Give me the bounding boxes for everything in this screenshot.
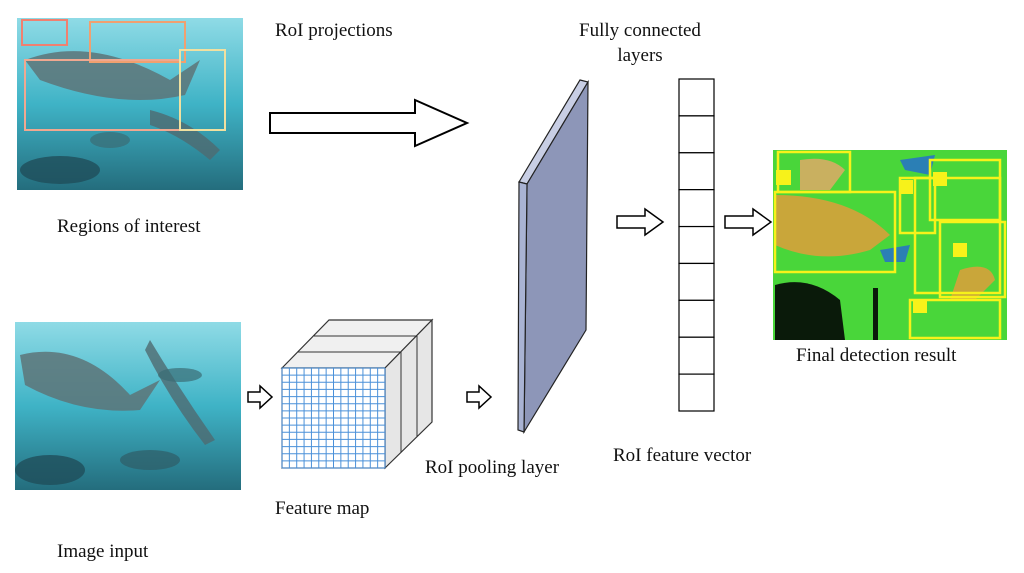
feature-vector-cell — [678, 152, 715, 191]
roi-projection-arrow — [269, 98, 470, 148]
feature-vector-cell — [678, 225, 715, 265]
feature-map-label: Feature map — [275, 498, 369, 519]
final-detection-image — [773, 150, 1007, 340]
final-detection-label: Final detection result — [796, 345, 957, 366]
fully-connected-label: Fully connected — [579, 20, 701, 41]
feature-vector-cell — [678, 189, 715, 228]
feature-to-pooling-arrow — [466, 384, 493, 410]
feature-vector-cell — [678, 373, 715, 412]
roi-feature-vector-label: RoI feature vector — [613, 445, 752, 466]
roi-pooling-label: RoI pooling layer — [425, 457, 560, 478]
pooling-to-fc-arrow — [616, 207, 665, 237]
image-input-label: Image input — [57, 541, 149, 562]
regions-of-interest-image — [17, 18, 243, 190]
roi-feature-vector — [678, 78, 715, 412]
feature-map-cube — [280, 318, 434, 470]
roi-projections-label: RoI projections — [275, 20, 393, 41]
feature-vector-cell — [678, 262, 715, 301]
feature-vector-cell — [678, 336, 715, 375]
roi-pooling-layer — [517, 79, 589, 435]
fc-to-result-arrow — [724, 207, 773, 237]
feature-vector-cell — [678, 115, 715, 154]
feature-vector-cell — [678, 299, 715, 338]
feature-vector-cell — [678, 78, 715, 117]
regions-of-interest-label: Regions of interest — [57, 216, 201, 237]
feature-map-grid — [281, 367, 386, 469]
input-to-feature-arrow — [247, 384, 274, 410]
image-input-photo — [15, 322, 241, 490]
layers-label: layers — [617, 45, 662, 66]
